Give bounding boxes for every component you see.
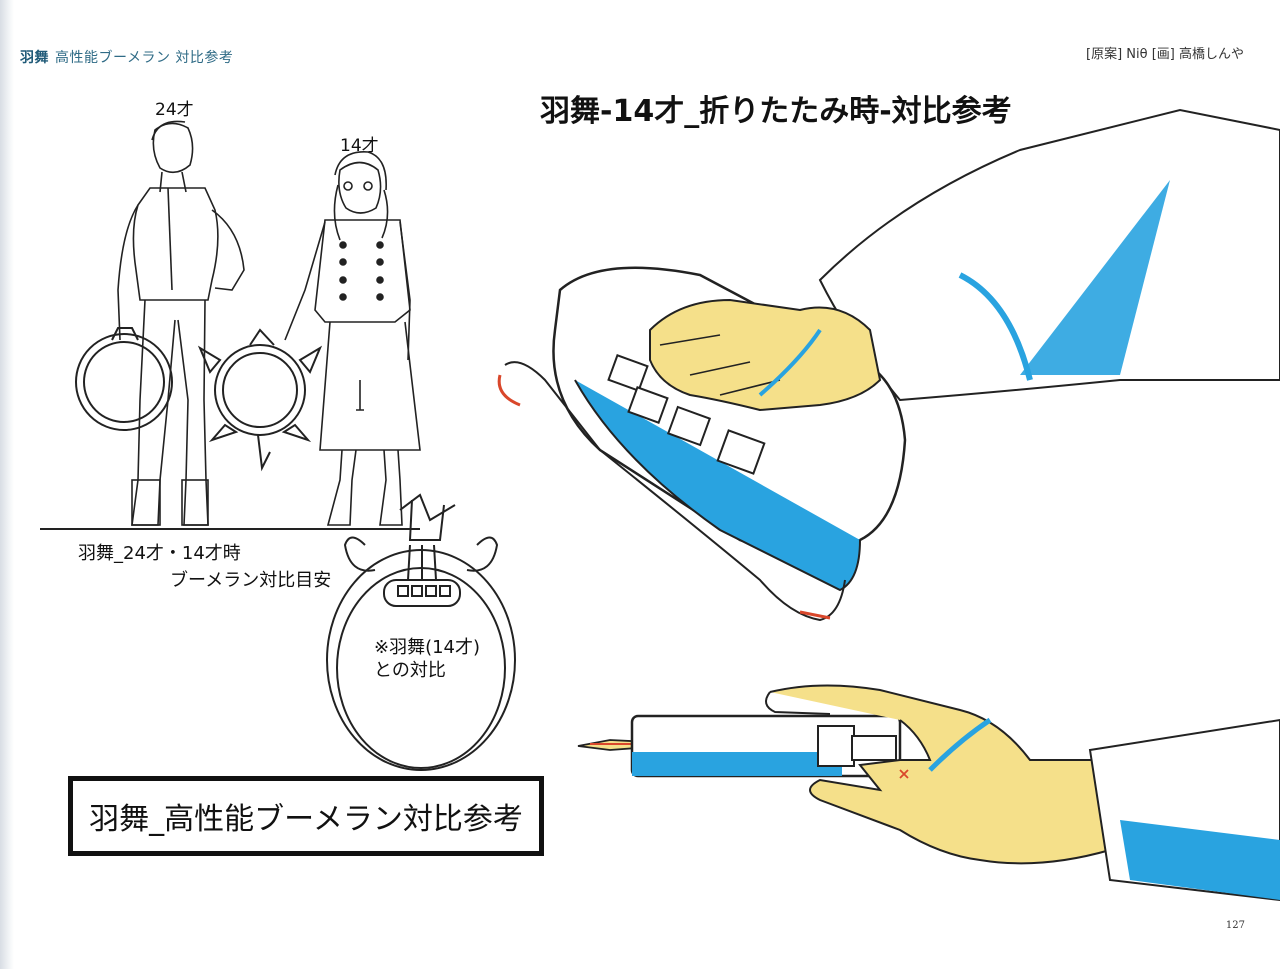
book-gutter (0, 0, 14, 969)
header-section: 羽舞 (20, 50, 49, 66)
boxed-caption: 羽舞_高性能ブーメラン対比参考 (68, 776, 544, 856)
adult-boomerang-ring (75, 327, 173, 431)
header-title: 高性能ブーメラン 対比参考 (55, 50, 234, 66)
sheet-title: 羽舞-14才_折りたたみ時-対比参考 (540, 94, 1012, 129)
ring-note-line1: ※羽舞(14才) (374, 637, 481, 658)
ring-detail-diagram (326, 493, 516, 771)
adult-figure (117, 120, 245, 526)
comparison-note-line1: 羽舞_24才・14才時 (78, 543, 241, 564)
page-number: 127 (1225, 920, 1245, 931)
side-boomerang-hand-illustration (577, 684, 1280, 902)
boxed-caption-text: 羽舞_高性能ブーメラン対比参考 (89, 802, 523, 837)
age-label-child: 14才 (340, 136, 379, 156)
child-figure (284, 151, 421, 526)
age-label-adult: 24才 (155, 100, 194, 120)
folded-boomerang-hand-illustration (497, 108, 1280, 622)
child-boomerang-ring (197, 328, 323, 472)
ring-note-line2: との対比 (374, 660, 446, 681)
header-credits: [原案] Niθ [画] 高橋しんや (1086, 47, 1244, 62)
comparison-note-line2: ブーメラン対比目安 (170, 570, 332, 591)
page-header: 羽舞高性能ブーメラン 対比参考 (20, 47, 233, 67)
